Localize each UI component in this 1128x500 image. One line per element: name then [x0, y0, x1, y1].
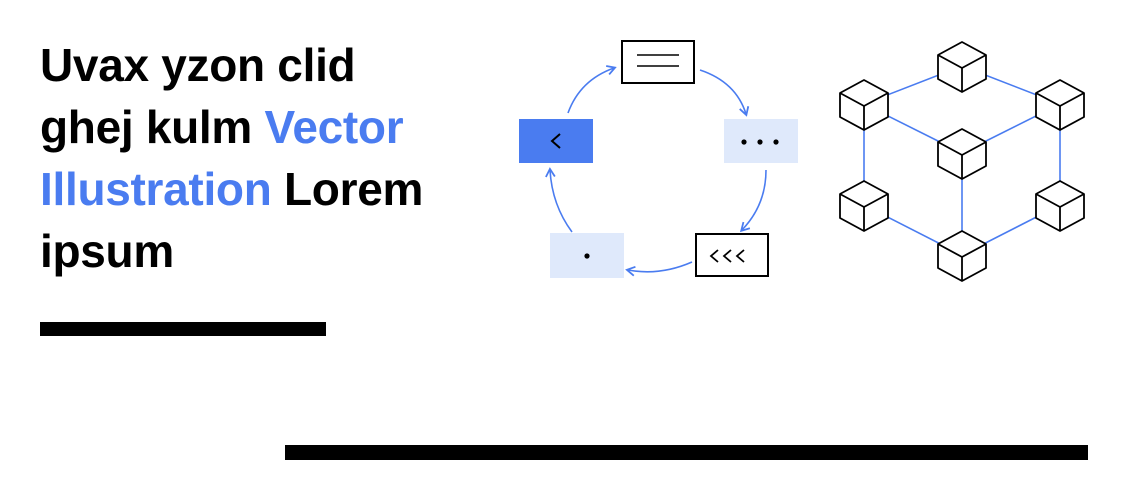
- headline-accent-vector: Vector: [264, 101, 404, 153]
- cycle-node-chevron: [519, 119, 593, 163]
- cube-node: [1035, 180, 1085, 232]
- cube-node: [839, 180, 889, 232]
- cycle-diagram: [519, 40, 798, 278]
- headline-line-2: ghej kulm: [40, 101, 265, 153]
- dot-icon: [584, 253, 590, 259]
- ellipsis-icon: [741, 139, 779, 145]
- headline: Uvax yzon clid ghej kulm Vector Illustra…: [40, 34, 480, 282]
- cube-node: [937, 230, 987, 282]
- cube-node: [839, 79, 889, 131]
- cycle-node-dot: [550, 233, 624, 278]
- cube-node: [1035, 79, 1085, 131]
- cycle-node-triple-chevron: [695, 233, 769, 277]
- network-cubes: [839, 41, 1085, 282]
- headline-accent-illustration: Illustration: [40, 163, 272, 215]
- cube-network-icon: [839, 41, 1085, 282]
- cube-node: [937, 41, 987, 93]
- triple-chevron-left-icon: [709, 249, 745, 263]
- decorative-bar-long: [285, 445, 1088, 460]
- cube-node: [937, 128, 987, 180]
- headline-line-1: Uvax yzon clid: [40, 39, 356, 91]
- cycle-arrows: [545, 65, 767, 277]
- menu-lines-icon: [637, 54, 679, 67]
- headline-line-3: Lorem: [271, 163, 424, 215]
- chevron-left-icon: [550, 133, 561, 149]
- decorative-bar-short: [40, 322, 326, 336]
- cycle-node-ellipsis: [724, 119, 798, 163]
- cycle-node-menu: [621, 40, 695, 84]
- headline-line-4: ipsum: [40, 225, 174, 277]
